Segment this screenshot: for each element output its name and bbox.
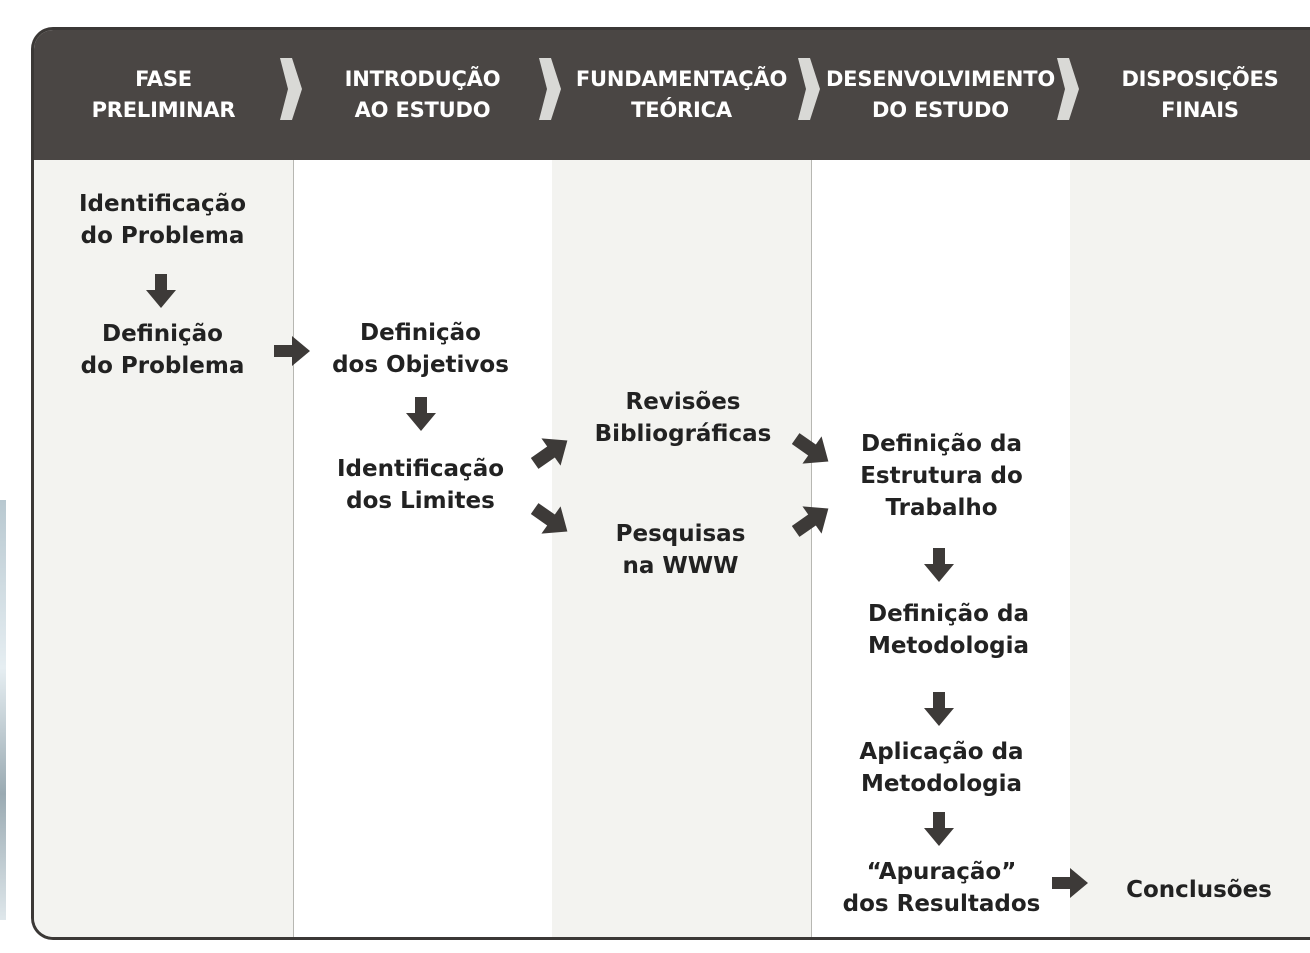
header-fundamentacao: FUNDAMENTAÇÃO TEÓRICA — [575, 67, 788, 122]
header-chevron-icon — [539, 58, 561, 120]
column-disposicoes — [1070, 160, 1310, 937]
node-apuracao-resultados: “Apuração” dos Resultados — [842, 859, 1041, 917]
arrow-down-icon — [146, 274, 176, 308]
arrow-up-right-icon — [792, 506, 829, 537]
arrow-down-right-icon — [531, 503, 568, 534]
header-introducao: INTRODUÇÃO AO ESTUDO — [344, 67, 501, 122]
node-aplicacao-metodologia: Aplicação da Metodologia — [859, 739, 1024, 797]
node-conclusoes: Conclusões — [1126, 877, 1272, 903]
header-desenvolvimento: DESENVOLVIMENTO DO ESTUDO — [825, 67, 1056, 122]
node-definicao-problema: Definição do Problema — [80, 321, 245, 379]
header-band — [34, 30, 1310, 160]
header-chevron-icon — [798, 58, 820, 120]
arrow-right-icon — [274, 336, 310, 366]
node-definicao-metodologia: Definição da Metodologia — [867, 601, 1030, 659]
column-fundamentacao — [552, 160, 812, 937]
header-chevron-icon — [280, 58, 302, 120]
node-definicao-objetivos: Definição dos Objetivos — [332, 320, 509, 378]
header-disposicoes: DISPOSIÇÕES FINAIS — [1121, 67, 1279, 122]
flowchart-frame: FASE PRELIMINAR INTRODUÇÃO AO ESTUDO FUN… — [31, 27, 1310, 940]
header-chevron-icon — [1057, 58, 1079, 120]
node-pesquisas-www: Pesquisas na WWW — [615, 521, 746, 579]
arrow-down-icon — [406, 397, 436, 431]
background-photo-strip — [0, 500, 6, 920]
arrow-right-icon — [1052, 868, 1088, 898]
column-introducao — [293, 160, 553, 937]
arrow-up-right-icon — [531, 438, 568, 469]
node-definicao-estrutura: Definição da Estrutura do Trabalho — [860, 431, 1023, 521]
arrow-down-icon — [924, 548, 954, 582]
header-fase-preliminar: FASE PRELIMINAR — [91, 67, 236, 122]
arrow-down-icon — [924, 692, 954, 726]
node-identificacao-limites: Identificação dos Limites — [336, 456, 505, 514]
arrow-down-icon — [924, 812, 954, 846]
node-identificacao-problema: Identificação do Problema — [78, 191, 247, 249]
node-revisoes-bibliograficas: Revisões Bibliográficas — [594, 389, 772, 447]
arrow-down-right-icon — [792, 433, 829, 464]
